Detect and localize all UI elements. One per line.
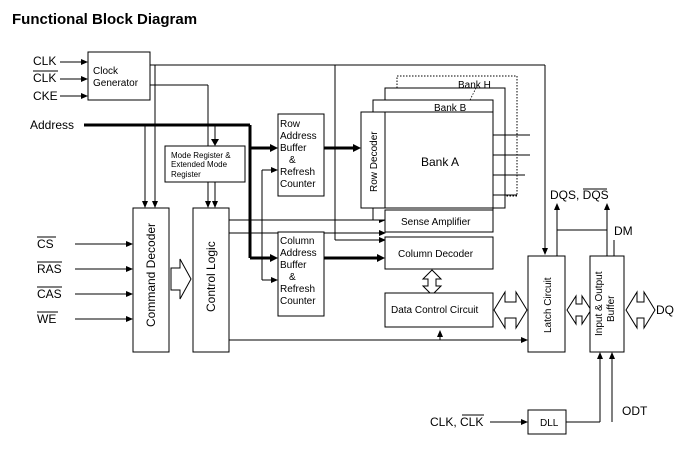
sense-amplifier-label: Sense Amplifier	[401, 217, 471, 228]
col-buffer-line2: Address	[280, 248, 317, 259]
arrow-head	[126, 291, 133, 297]
mode-register-block	[164, 145, 246, 183]
mode-register-line1: Mode Register &	[171, 151, 231, 160]
row-address-buffer-block	[277, 113, 325, 197]
row-decoder-block	[360, 111, 386, 209]
arrow-head	[521, 337, 528, 343]
mode-register-line3: Register	[171, 170, 201, 179]
clock-generator-line1: Clock	[93, 66, 119, 77]
arrow-head	[152, 201, 158, 208]
row-buffer-line4: &	[289, 155, 296, 166]
mode-register-line2: Extended Mode	[171, 160, 228, 169]
io-buffer-block	[589, 255, 625, 353]
arrow-head	[554, 203, 560, 210]
latch-circuit-block	[527, 255, 566, 353]
we-label: WE	[37, 312, 56, 326]
arrow-head	[126, 316, 133, 322]
dll-label: DLL	[540, 418, 559, 429]
diagram-title: Functional Block Diagram	[12, 11, 197, 28]
arrow-head	[270, 254, 278, 262]
cke-arrow	[81, 93, 88, 99]
data-latch-bidir-arrow	[493, 290, 528, 330]
row-buffer-line3: Buffer	[280, 143, 307, 154]
arrow-head	[212, 201, 218, 208]
arrow-head	[437, 330, 443, 337]
arrow-head	[126, 241, 133, 247]
arrow-head	[270, 144, 278, 152]
dq-label: DQ	[656, 303, 674, 317]
control-logic-label: Control Logic	[204, 241, 218, 312]
address-label: Address	[30, 118, 74, 132]
arrow-head	[609, 352, 615, 359]
arrow-head	[271, 277, 278, 283]
arrow-head	[142, 201, 148, 208]
bank-h-label: Bank H	[458, 80, 491, 91]
arrow-head	[521, 419, 528, 425]
control-logic-block	[192, 207, 230, 353]
clock-generator-block	[87, 51, 151, 101]
cmd-to-control-arrow	[170, 258, 192, 300]
dll-clk-label: CLK, CLK	[430, 415, 483, 429]
clk-arrow	[81, 59, 88, 65]
cs-label: CS	[37, 237, 54, 251]
col-buffer-line5: Refresh	[280, 284, 315, 295]
column-decoder-label: Column Decoder	[398, 249, 474, 260]
dqs-label: DQS, DQS	[550, 188, 609, 202]
command-decoder-label: Command Decoder	[144, 223, 158, 327]
row-buffer-line5: Refresh	[280, 167, 315, 178]
arrow-head	[542, 248, 548, 255]
ras-label: RAS	[37, 262, 62, 276]
dq-bidir-arrow	[625, 290, 656, 330]
row-buffer-line6: Counter	[280, 179, 316, 190]
arrow-head	[205, 201, 211, 208]
col-buffer-line1: Column	[280, 236, 314, 247]
clk-bar-label: CLK	[33, 71, 56, 85]
col-buffer-line4: &	[289, 272, 296, 283]
column-address-buffer-block	[277, 231, 325, 317]
dll-block	[527, 409, 567, 435]
arrow-head	[126, 266, 133, 272]
column-decoder-block	[384, 236, 494, 270]
arrow-head	[377, 254, 385, 262]
arrow-head	[604, 203, 610, 210]
io-buffer-line1: Input & Output	[594, 271, 605, 336]
cas-label: CAS	[37, 287, 62, 301]
sense-amplifier-block	[384, 209, 494, 233]
row-buffer-line1: Row	[280, 119, 301, 130]
dm-label: DM	[614, 224, 633, 238]
col-buffer-line6: Counter	[280, 296, 316, 307]
arrow-head	[379, 230, 386, 236]
odt-label: ODT	[622, 404, 648, 418]
latch-circuit-label: Latch Circuit	[543, 277, 554, 333]
row-decoder-label: Row Decoder	[369, 131, 380, 192]
arrow-head	[597, 352, 603, 359]
cke-label: CKE	[33, 89, 58, 103]
column-data-bidir-arrow	[421, 269, 443, 296]
arrow-head	[211, 139, 219, 146]
row-buffer-line2: Address	[280, 131, 317, 142]
clk-bar-arrow	[81, 76, 88, 82]
clock-generator-line2: Generator	[93, 78, 139, 89]
data-control-label: Data Control Circuit	[391, 305, 478, 316]
io-buffer-line2: Buffer	[606, 295, 617, 322]
latch-io-bidir-arrow	[566, 294, 592, 326]
bank-b-label: Bank B	[434, 103, 467, 114]
bank-a-label: Bank A	[421, 155, 459, 169]
command-decoder-block	[132, 207, 170, 353]
data-control-block	[384, 292, 494, 328]
col-buffer-line3: Buffer	[280, 260, 307, 271]
arrow-head	[271, 167, 278, 173]
arrow-head	[353, 144, 361, 152]
clk-label: CLK	[33, 54, 56, 68]
arrow-head	[379, 237, 386, 243]
